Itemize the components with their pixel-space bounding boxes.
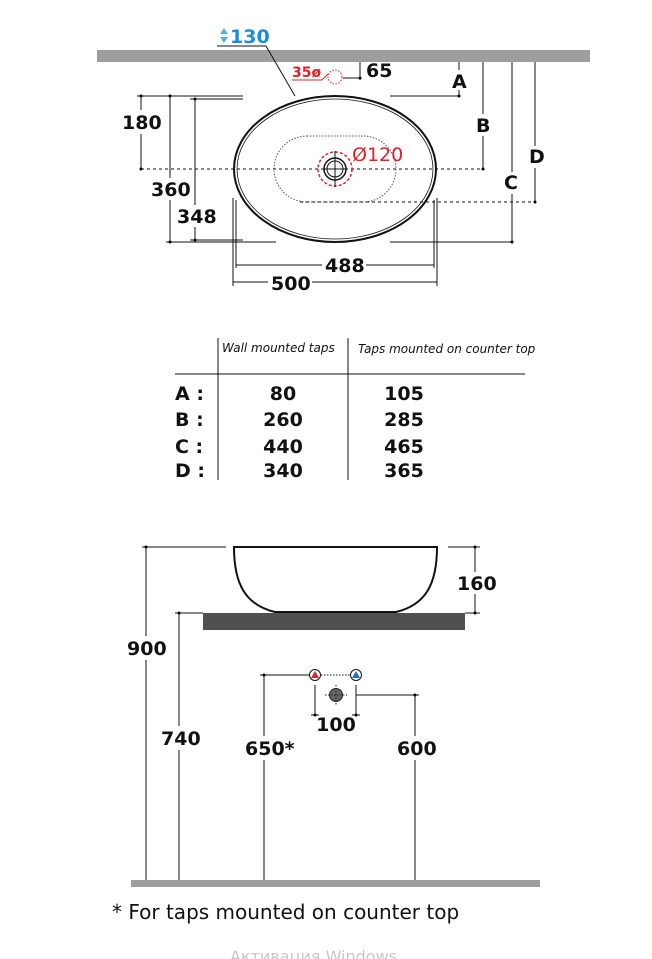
waste-outlet-icon xyxy=(325,685,347,705)
row-label: B : xyxy=(175,409,204,431)
tap-hole-label: 35ø xyxy=(292,65,321,81)
countertop xyxy=(203,613,465,630)
floor xyxy=(131,880,540,887)
table-row: D : 340 365 xyxy=(175,460,424,482)
tap-hole-icon xyxy=(327,69,343,85)
wall-value: 440 xyxy=(263,436,303,458)
watermark: Активация Windows xyxy=(230,947,397,959)
dim-500: 500 xyxy=(271,273,311,295)
ref-b: B xyxy=(476,115,490,137)
counter-value: 365 xyxy=(384,460,424,482)
side-view: 900 740 160 100 650* 600 xyxy=(126,545,540,887)
wall-value: 260 xyxy=(263,409,303,431)
table-row: C : 440 465 xyxy=(175,436,424,458)
dim-180: 180 xyxy=(122,112,162,134)
dim-650: 650* xyxy=(245,738,295,760)
dim-160: 160 xyxy=(457,573,497,595)
dim-348: 348 xyxy=(177,206,217,228)
ref-d: D xyxy=(529,146,545,168)
dim-360: 360 xyxy=(151,179,191,201)
drain-label: Ø120 xyxy=(352,144,403,166)
wall-value: 340 xyxy=(263,460,303,482)
hot-tap-icon xyxy=(309,669,321,681)
table-row: B : 260 285 xyxy=(175,409,424,431)
header-counter-top: Taps mounted on counter top xyxy=(358,342,536,356)
wall-value: 80 xyxy=(270,383,296,405)
basin-side xyxy=(232,546,439,613)
counter-value: 465 xyxy=(384,436,424,458)
drain-icon xyxy=(317,151,353,187)
dim-100: 100 xyxy=(316,714,356,736)
dim-740: 740 xyxy=(161,728,201,750)
dim-900: 900 xyxy=(127,638,167,660)
wall xyxy=(97,50,590,62)
counter-value: 285 xyxy=(384,409,424,431)
dim-488: 488 xyxy=(325,255,365,277)
cold-tap-icon xyxy=(350,669,362,681)
tap-offset-label: 65 xyxy=(366,60,392,82)
table-row: A : 80 105 xyxy=(175,383,424,405)
dimension-table: Wall mounted taps Taps mounted on counte… xyxy=(175,338,536,482)
row-label: D : xyxy=(175,460,205,482)
wall-height-icon xyxy=(220,28,228,43)
row-label: C : xyxy=(175,436,203,458)
footnote: * For taps mounted on counter top xyxy=(112,900,459,924)
header-wall-mounted: Wall mounted taps xyxy=(222,341,335,355)
ref-c: C xyxy=(504,172,518,194)
dim-600: 600 xyxy=(397,738,437,760)
wall-height-label: 130 xyxy=(230,26,270,48)
counter-value: 105 xyxy=(384,383,424,405)
ref-a: A xyxy=(452,71,467,93)
top-view: 130 Ø120 35ø 65 180 360 348 488 xyxy=(97,26,590,295)
row-label: A : xyxy=(175,383,204,405)
